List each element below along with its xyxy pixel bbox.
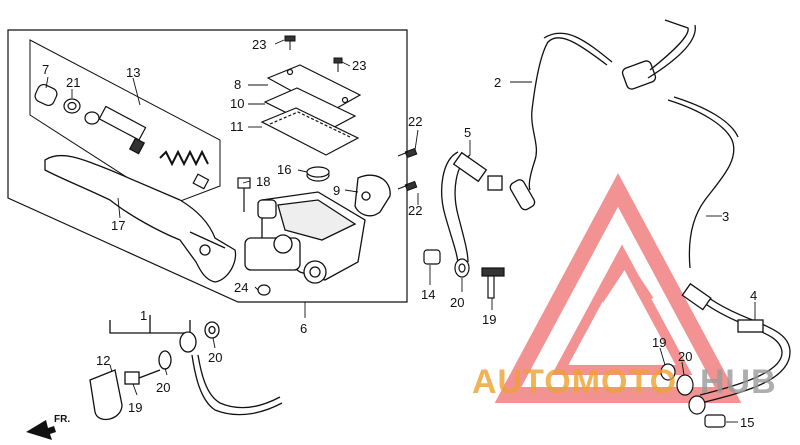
callout-14: 14	[421, 287, 435, 302]
callout-24: 24	[234, 280, 248, 295]
brake-hose-5	[441, 151, 536, 266]
callout-3: 3	[722, 209, 729, 224]
callout-19-lower: 19	[652, 335, 666, 350]
callout-20-switch-b: 20	[208, 350, 222, 365]
banjo-parts-lower	[660, 363, 726, 428]
front-direction-arrow	[26, 420, 56, 440]
brake-hose-4	[681, 282, 791, 403]
watermark-text: AUTOMOTO HUB	[472, 363, 777, 401]
callout-4: 4	[750, 288, 757, 303]
callout-13: 13	[126, 65, 140, 80]
callout-labels: 1 2 3 4 5 6 7 8 9 10 11 12 13 14 15 16 1…	[42, 37, 757, 430]
diaphragm	[306, 166, 330, 182]
switch-assembly	[89, 315, 283, 421]
callout-23-right: 23	[352, 58, 366, 73]
brake-pipe-3	[667, 96, 739, 269]
leader-lines	[45, 39, 756, 423]
bolts-22	[397, 147, 418, 192]
callout-12: 12	[96, 353, 110, 368]
screws-23	[284, 35, 343, 72]
callout-19-switch: 19	[128, 400, 142, 415]
callout-15: 15	[740, 415, 754, 430]
callout-2: 2	[494, 75, 501, 90]
callout-5: 5	[464, 125, 471, 140]
watermark-text-primary: AUTOMOTO	[472, 363, 677, 401]
callout-19-hose: 19	[482, 312, 496, 327]
callout-22-lower: 22	[408, 203, 422, 218]
direction-label: FR.	[54, 414, 70, 425]
hose-fittings	[423, 249, 505, 299]
piston-kit-parts	[34, 83, 210, 190]
callout-23-left: 23	[252, 37, 266, 52]
screw-24	[257, 284, 271, 296]
callout-9: 9	[333, 183, 340, 198]
callout-18: 18	[256, 174, 270, 189]
callout-7: 7	[42, 62, 49, 77]
callout-16: 16	[277, 162, 291, 177]
callout-17: 17	[111, 218, 125, 233]
piston-kit-frame	[29, 39, 221, 206]
callout-20-lower: 20	[678, 349, 692, 364]
master-cylinder-body	[244, 191, 366, 284]
callout-20-switch-a: 20	[156, 380, 170, 395]
reservoir-cap-stack	[260, 64, 362, 156]
callout-8: 8	[234, 77, 241, 92]
callout-6: 6	[300, 321, 307, 336]
callout-10: 10	[230, 96, 244, 111]
watermark-logo	[494, 173, 742, 403]
watermark-text-secondary: HUB	[700, 363, 777, 401]
callout-20-hose: 20	[450, 295, 464, 310]
callout-22-upper: 22	[408, 114, 422, 129]
clamp-holder	[354, 174, 391, 217]
master-cylinder-box	[7, 29, 408, 303]
callout-11: 11	[230, 119, 244, 134]
brake-lever	[44, 154, 237, 283]
callout-1: 1	[140, 308, 147, 323]
callout-21: 21	[66, 75, 80, 90]
brake-pipe-2	[528, 19, 696, 191]
